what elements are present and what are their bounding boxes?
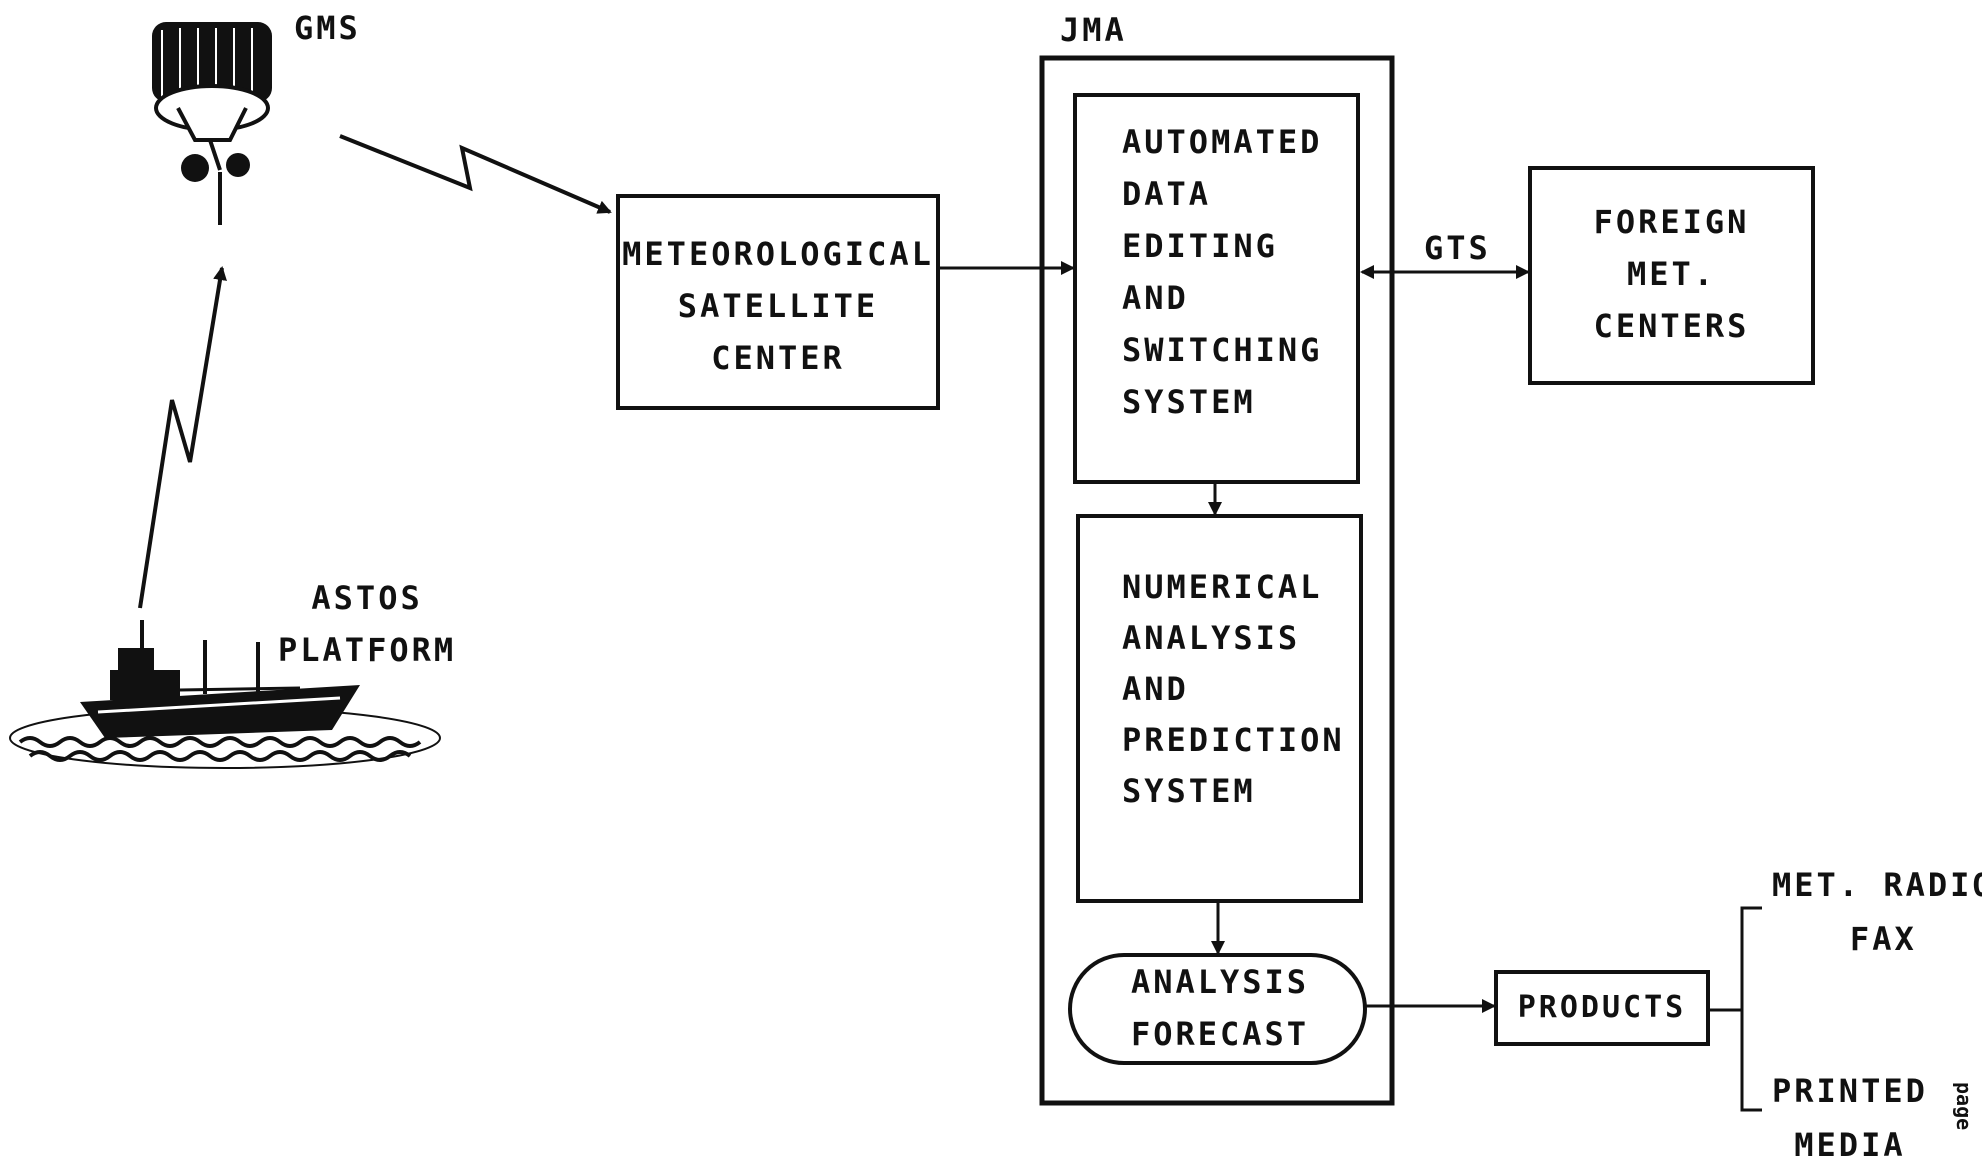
adess-line-3: EDITING: [1122, 220, 1322, 272]
products-label: PRODUCTS: [1496, 982, 1708, 1034]
foreign-label: FOREIGN MET. CENTERS: [1530, 196, 1813, 352]
radio-fax-line-1: MET. RADIO: [1772, 858, 1982, 912]
gms-label: GMS: [294, 2, 361, 54]
analysis-forecast-label: ANALYSIS FORECAST: [1100, 956, 1340, 1060]
foreign-line-3: CENTERS: [1530, 300, 1813, 352]
msc-line-3: CENTER: [618, 332, 938, 384]
downlink-arrow: [340, 136, 610, 212]
platform-line-1: ASTOS: [278, 572, 456, 624]
naps-line-5: SYSTEM: [1122, 766, 1345, 817]
adess-line-4: AND: [1122, 272, 1322, 324]
printed-line: PRINTED: [1772, 1064, 1928, 1118]
media-line: MEDIA: [1772, 1118, 1928, 1172]
platform-label: ASTOS PLATFORM: [278, 572, 456, 676]
platform-line-2: PLATFORM: [278, 624, 456, 676]
adess-line-2: DATA: [1122, 168, 1322, 220]
radio-fax-label: MET. RADIO FAX: [1772, 858, 1982, 966]
foreign-line-2: MET.: [1530, 248, 1813, 300]
naps-line-3: AND: [1122, 664, 1345, 715]
printed-media-label: PRINTED MEDIA: [1772, 1064, 1928, 1172]
foreign-line-1: FOREIGN: [1530, 196, 1813, 248]
adess-label: AUTOMATED DATA EDITING AND SWITCHING SYS…: [1122, 116, 1322, 428]
msc-line-1: METEOROLOGICAL: [618, 228, 938, 280]
uplink-arrow: [140, 268, 222, 608]
radio-fax-line-2: FAX: [1772, 912, 1982, 966]
msc-label: METEOROLOGICAL SATELLITE CENTER: [618, 228, 938, 384]
msc-line-2: SATELLITE: [618, 280, 938, 332]
jma-label: JMA: [1060, 4, 1127, 56]
gts-label: GTS: [1424, 222, 1491, 274]
forecast-line: FORECAST: [1100, 1008, 1340, 1060]
satellite-icon: [152, 22, 272, 225]
page-margin-note: page: [1952, 1082, 1976, 1130]
naps-line-1: NUMERICAL: [1122, 562, 1345, 613]
adess-line-1: AUTOMATED: [1122, 116, 1322, 168]
naps-label: NUMERICAL ANALYSIS AND PREDICTION SYSTEM: [1122, 562, 1345, 817]
adess-line-6: SYSTEM: [1122, 376, 1322, 428]
naps-line-2: ANALYSIS: [1122, 613, 1345, 664]
adess-line-5: SWITCHING: [1122, 324, 1322, 376]
analysis-line: ANALYSIS: [1100, 956, 1340, 1008]
naps-line-4: PREDICTION: [1122, 715, 1345, 766]
output-bracket: [1742, 908, 1762, 1110]
